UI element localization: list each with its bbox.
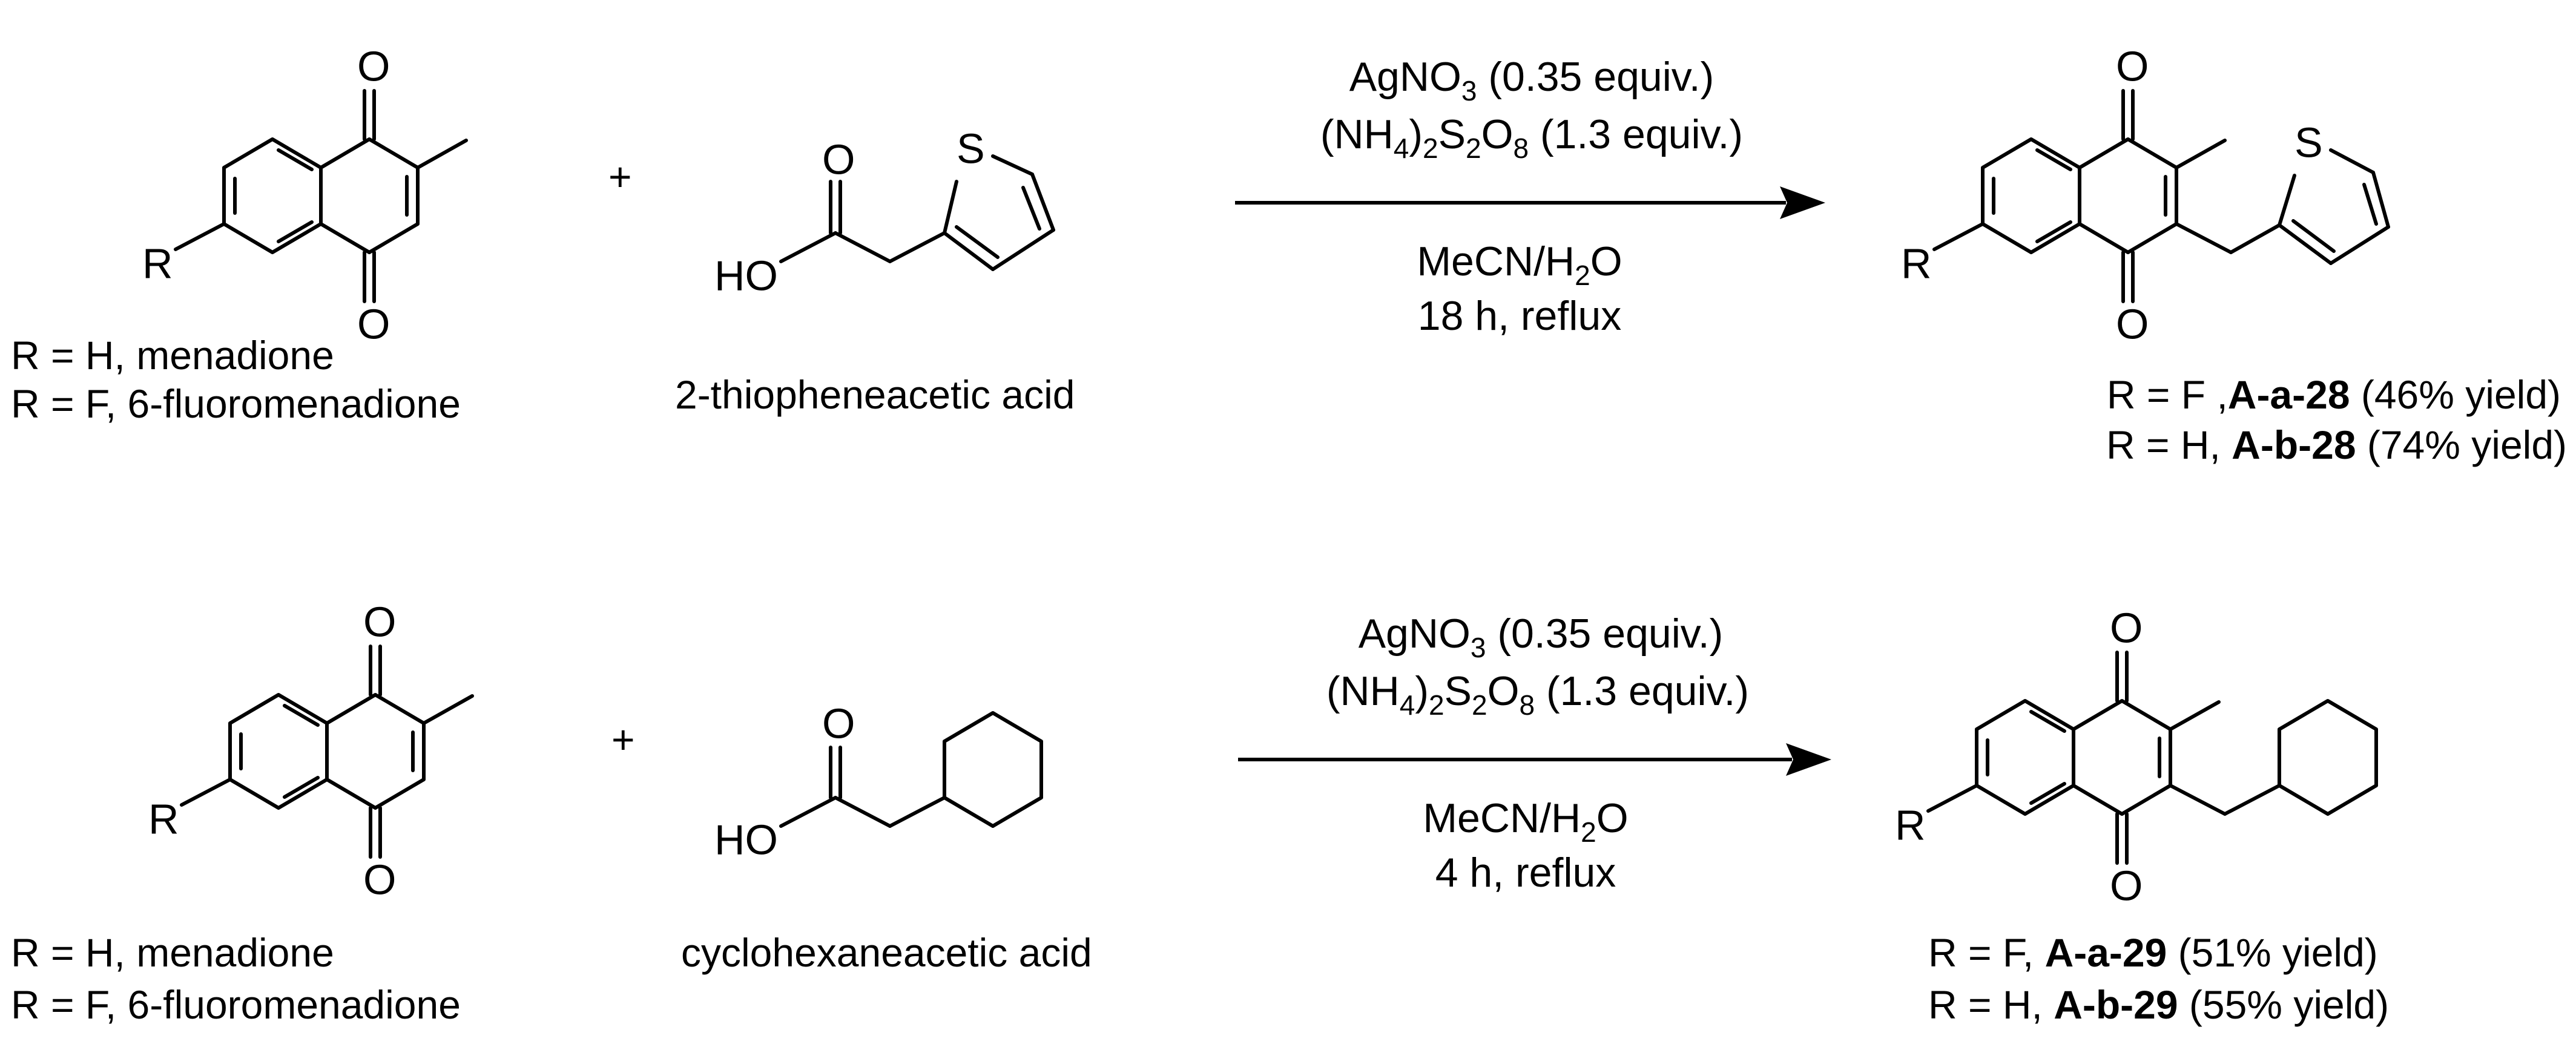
reactant-1-caption-line-1: R = H, menadione: [11, 930, 334, 975]
reactant-2-structure: O HO: [714, 700, 1043, 864]
product-1-structure: O O R S: [1901, 43, 2390, 348]
condition-oxidant-catalyst: AgNO3 (0.35 equiv.): [1349, 54, 1715, 107]
reactant-2-caption: 2-thiopheneacetic acid: [675, 372, 1075, 417]
condition-persulfate: (NH4)2S2O8 (1.3 equiv.): [1326, 668, 1749, 721]
reaction-1: O O R R = H, menadione R = F, 6-fluorome…: [11, 43, 2567, 468]
condition-time-temp: 4 h, reflux: [1435, 850, 1616, 896]
reaction-2-conditions: AgNO3 (0.35 equiv.) (NH4)2S2O8 (1.3 equi…: [1238, 611, 1831, 896]
r-group-label: R: [148, 796, 179, 843]
oxygen-bottom-label: O: [363, 856, 396, 904]
oxygen-top-label: O: [363, 599, 396, 646]
condition-solvent: MeCN/H2O: [1417, 238, 1622, 291]
carbonyl-oxygen-label: O: [822, 136, 855, 183]
reactant-1-caption-line-2: R = F, 6-fluoromenadione: [11, 982, 461, 1027]
sulfur-label: S: [957, 125, 985, 172]
oxygen-top-label: O: [357, 43, 390, 90]
oxygen-bottom-label: O: [2110, 862, 2143, 910]
reactant-1-caption-line-2: R = F, 6-fluoromenadione: [11, 381, 461, 426]
reactant-1-caption-line-1: R = H, menadione: [11, 333, 334, 378]
r-group-label: R: [1901, 240, 1932, 287]
carbonyl-oxygen-label: O: [822, 700, 855, 747]
condition-persulfate: (NH4)2S2O8 (1.3 equiv.): [1320, 111, 1743, 164]
reaction-2: O O R R = H, menadione R = F, 6-fluorome…: [11, 599, 2389, 1028]
reactant-2-structure: O HO S: [714, 125, 1055, 300]
r-group-label: R: [1895, 802, 1926, 849]
product-2-caption-line-2: R = H, A-b-29 (55% yield): [1928, 982, 2389, 1027]
r-group-label: R: [142, 240, 173, 287]
reactant-1-structure: O O R: [148, 599, 474, 904]
plus-sign: +: [608, 154, 632, 199]
product-1-caption-line-1: R = F ,A-a-28 (46% yield): [2107, 372, 2561, 417]
oxygen-bottom-label: O: [2116, 301, 2149, 348]
oxygen-top-label: O: [2116, 43, 2149, 90]
reaction-1-conditions: AgNO3 (0.35 equiv.) (NH4)2S2O8 (1.3 equi…: [1235, 54, 1825, 339]
reactant-1-structure: O O R: [142, 43, 468, 348]
product-2-structure: O O R: [1895, 605, 2378, 910]
oxygen-top-label: O: [2110, 605, 2143, 652]
product-1-caption-line-2: R = H, A-b-28 (74% yield): [2106, 422, 2567, 467]
condition-solvent: MeCN/H2O: [1423, 795, 1628, 848]
condition-time-temp: 18 h, reflux: [1418, 293, 1621, 339]
hydroxyl-label: HO: [714, 252, 778, 300]
reactant-2-caption: cyclohexaneacetic acid: [681, 930, 1092, 975]
arrow-head: [1780, 186, 1825, 219]
plus-sign: +: [611, 717, 635, 762]
product-2-caption-line-1: R = F, A-a-29 (51% yield): [1928, 930, 2378, 975]
condition-oxidant-catalyst: AgNO3 (0.35 equiv.): [1359, 611, 1724, 663]
arrow-head: [1786, 743, 1831, 776]
hydroxyl-label: HO: [714, 816, 778, 864]
sulfur-label: S: [2294, 119, 2323, 166]
oxygen-bottom-label: O: [357, 301, 390, 348]
